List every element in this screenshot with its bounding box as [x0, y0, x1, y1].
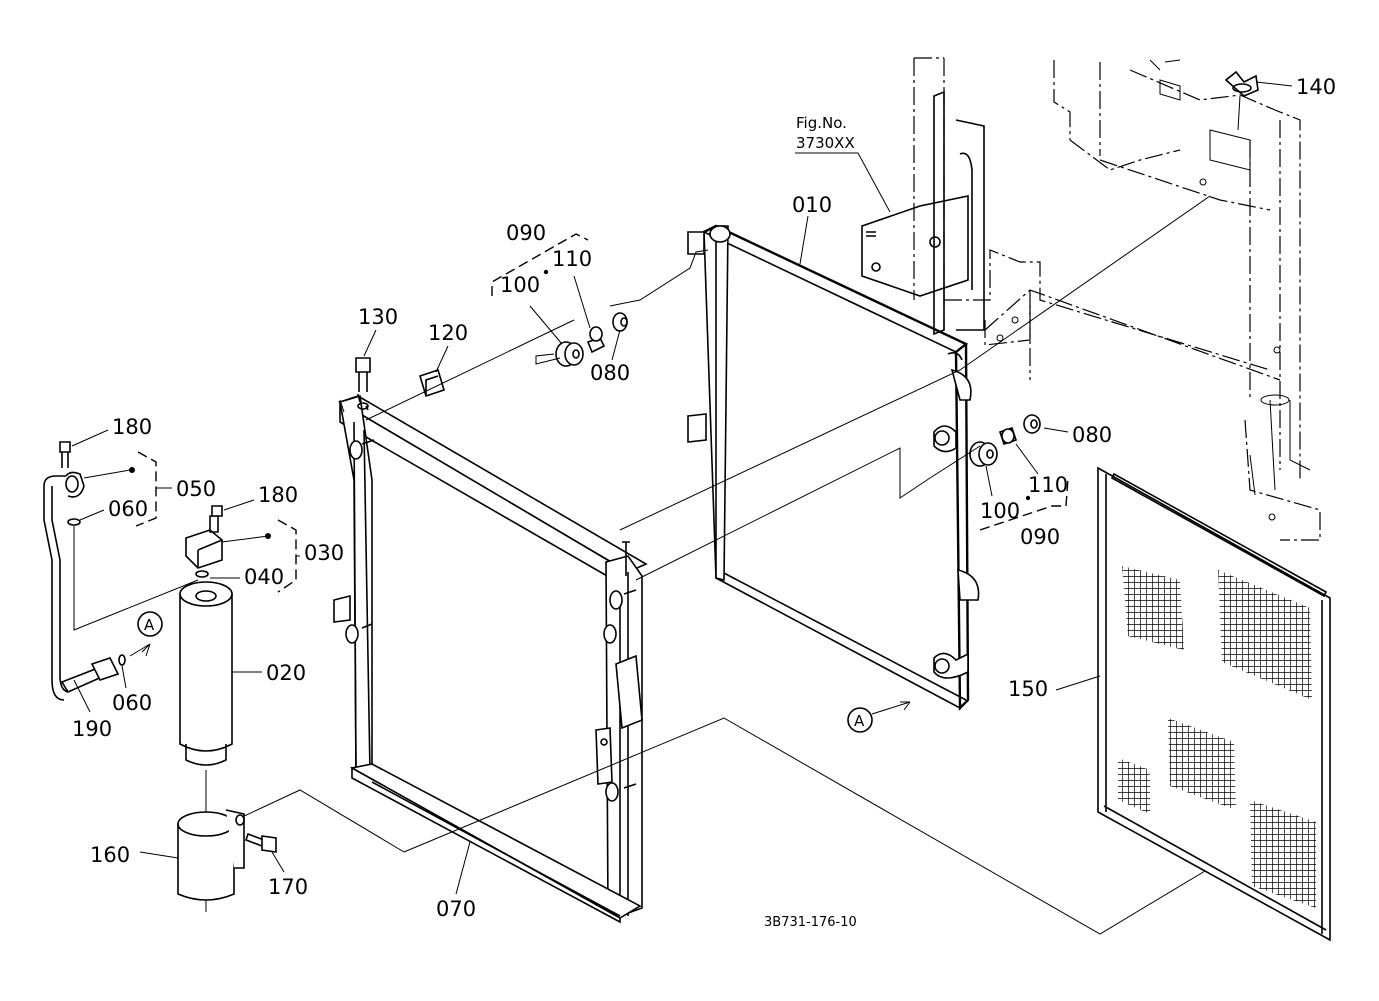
- label-170: 170: [268, 875, 308, 899]
- label-110-top: 110: [552, 247, 592, 271]
- bolt-170: [244, 832, 277, 853]
- marker-a-right: A: [847, 701, 911, 733]
- label-060-upper: 060: [108, 497, 148, 521]
- receiver-drier: [179, 581, 233, 912]
- label-020: 020: [266, 661, 306, 685]
- label-070: 070: [436, 897, 476, 921]
- marker-a-left: A: [137, 611, 163, 637]
- bolt-180-lower: [211, 505, 223, 517]
- label-150: 150: [1008, 677, 1048, 701]
- mount-cushion-side: [969, 414, 1041, 467]
- pipe-050: [43, 471, 151, 701]
- label-140: 140: [1296, 75, 1336, 99]
- label-080-top: 080: [590, 361, 630, 385]
- label-180-upper: 180: [112, 415, 152, 439]
- dot-marker: [543, 269, 549, 275]
- bolt-130: [355, 357, 371, 410]
- label-040: 040: [244, 565, 284, 589]
- label-190: 190: [72, 717, 112, 741]
- label-010: 010: [792, 193, 832, 217]
- label-100-top: 100: [500, 273, 540, 297]
- hinge-bracket: [861, 90, 985, 336]
- label-090-side: 090: [1020, 525, 1060, 549]
- condenser-frame: [333, 393, 648, 924]
- leader-lines: [239, 195, 1211, 935]
- block-fitting: [185, 515, 269, 578]
- svg-text:A: A: [144, 616, 155, 634]
- label-080-side: 080: [1072, 423, 1112, 447]
- mount-cushion-top: [555, 312, 628, 367]
- band-clamp: [177, 809, 245, 901]
- fig-no-value: 3730XX: [796, 134, 855, 152]
- label-100-side: 100: [980, 499, 1020, 523]
- label-090-top: 090: [506, 221, 546, 245]
- label-050: 050: [176, 477, 216, 501]
- condenser-core: [687, 224, 980, 711]
- fig-no-label: Fig.No.: [796, 114, 847, 132]
- svg-text:A: A: [854, 712, 865, 730]
- tractor-frame: [913, 57, 1321, 541]
- dot-marker: [1025, 495, 1031, 501]
- label-030: 030: [304, 541, 344, 565]
- label-120: 120: [428, 321, 468, 345]
- drawing-code: 3B731-176-10: [764, 915, 857, 930]
- bolt-180-upper: [59, 441, 71, 468]
- label-110-side: 110: [1028, 473, 1068, 497]
- label-160: 160: [90, 843, 130, 867]
- wing-nut: [1224, 70, 1259, 131]
- dot-marker: [129, 467, 135, 473]
- label-060-lower: 060: [112, 691, 152, 715]
- screen-net: [1097, 466, 1331, 942]
- label-180-lower: 180: [258, 483, 298, 507]
- label-130: 130: [358, 305, 398, 329]
- dot-marker: [265, 533, 271, 539]
